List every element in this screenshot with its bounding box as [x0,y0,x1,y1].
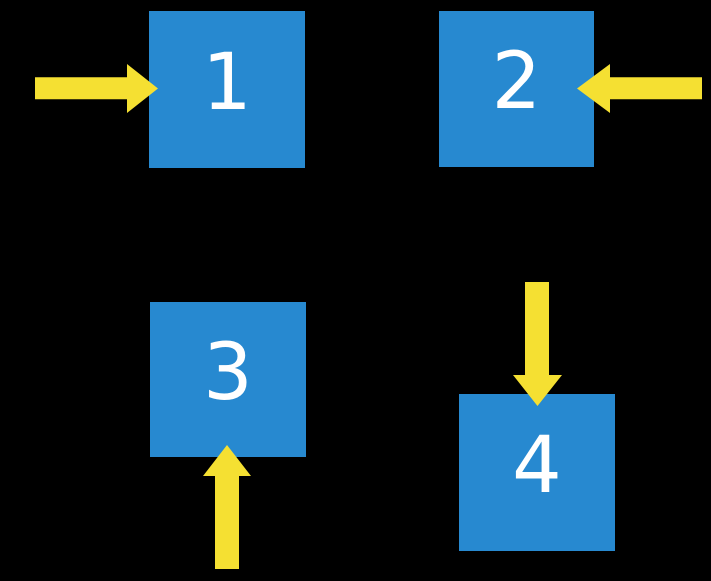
arrow-right-shape [35,64,158,113]
square-1: 1 [149,11,305,168]
square-4-label: 4 [512,420,562,511]
square-3: 3 [150,302,306,457]
square-2: 2 [439,11,594,167]
square-3-label: 3 [203,327,253,418]
arrow-down-shape [513,282,562,406]
square-4: 4 [459,394,615,551]
arrow-left-shape [577,64,702,113]
arrow-left-icon [577,64,702,113]
arrow-right-icon [35,64,158,113]
arrow-up-icon [203,445,251,569]
arrow-down-icon [513,282,562,406]
arrow-up-shape [203,445,251,569]
square-1-label: 1 [202,37,252,128]
square-2-label: 2 [491,37,542,127]
